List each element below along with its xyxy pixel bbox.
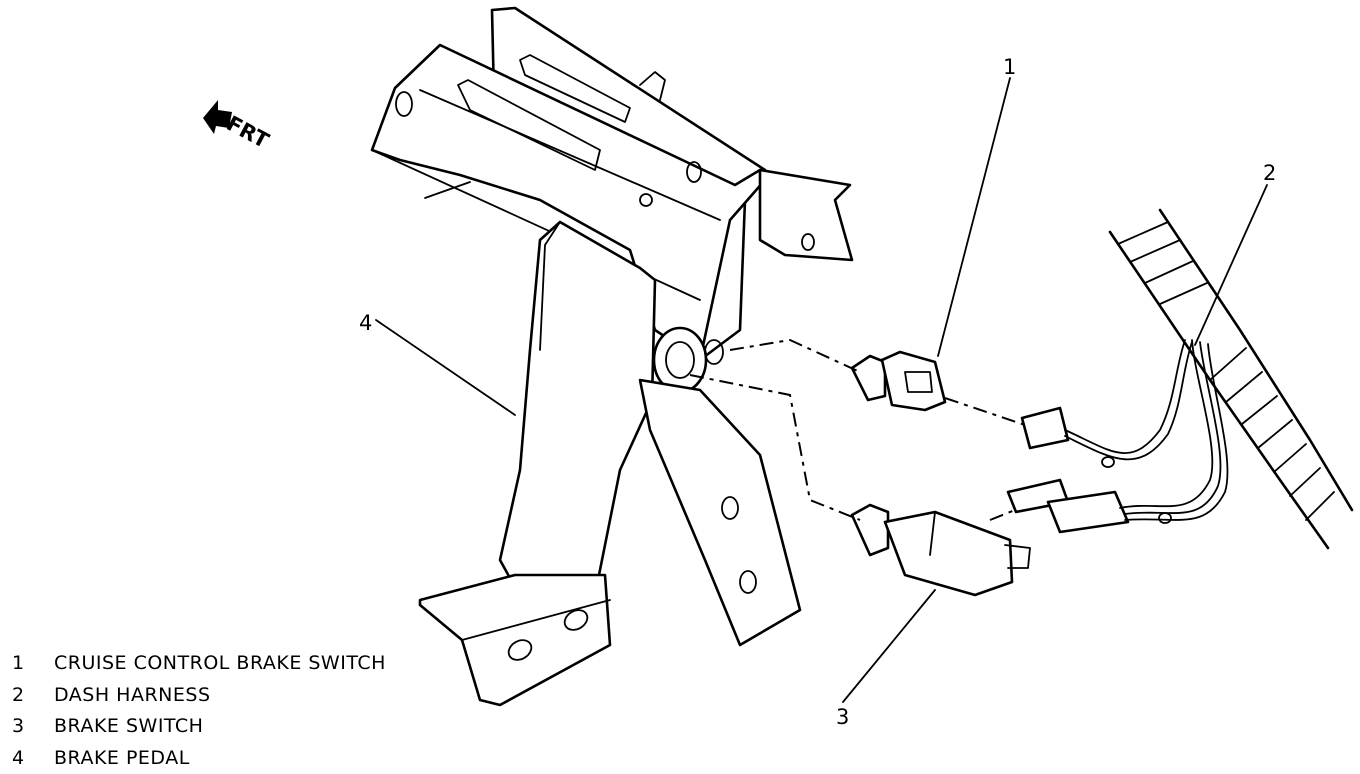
brake-pedal-arm (420, 222, 800, 705)
callout-1: 1 (1003, 55, 1016, 79)
callout-4: 4 (359, 311, 372, 335)
legend-number: 2 (12, 680, 54, 712)
cruise-control-brake-switch (852, 352, 945, 410)
callout-2: 2 (1263, 161, 1276, 185)
legend-text: DASH HARNESS (54, 684, 211, 706)
legend-number: 4 (12, 743, 54, 774)
legend-text: BRAKE PEDAL (54, 747, 190, 769)
legend-text: CRUISE CONTROL BRAKE SWITCH (54, 652, 386, 674)
legend-number: 1 (12, 648, 54, 680)
dash-harness (1008, 210, 1352, 548)
legend-text: BRAKE SWITCH (54, 715, 203, 737)
legend-number: 3 (12, 711, 54, 743)
brake-switch (852, 505, 1030, 595)
callout-3: 3 (836, 705, 849, 729)
front-label: FRT (223, 111, 274, 153)
